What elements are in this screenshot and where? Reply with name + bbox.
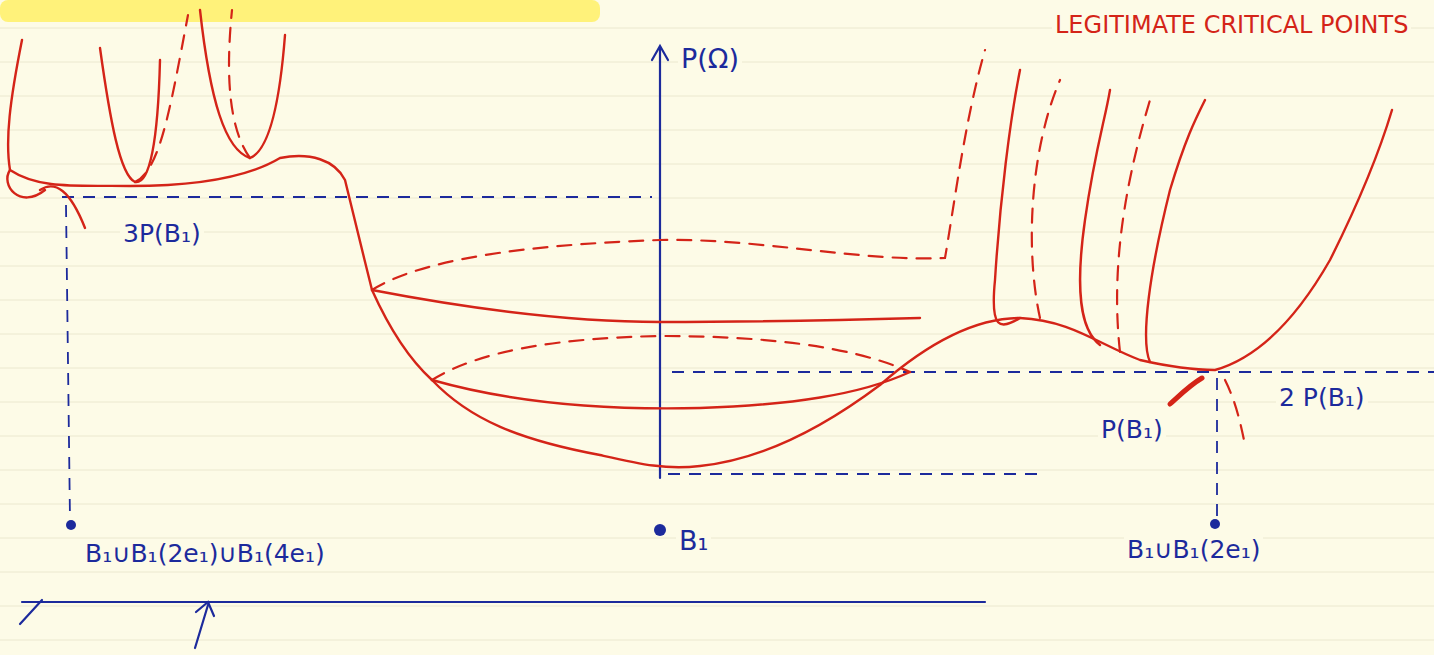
energy-curves xyxy=(7,10,1392,467)
configuration-label: B₁∪B₁(2e₁)∪B₁(4e₁) xyxy=(82,540,328,568)
dashed-curves xyxy=(135,10,1245,445)
level-value: 2 P(B₁) xyxy=(1276,384,1368,412)
axes xyxy=(20,46,985,648)
configuration-points xyxy=(66,519,1220,536)
axis-label: P(Ω) xyxy=(678,44,742,74)
ruled-paper-lines xyxy=(0,28,1434,640)
highlighter-mark xyxy=(0,0,600,22)
level-value: 3P(B₁) xyxy=(120,220,204,248)
annotation-heading: LEGITIMATE CRITICAL POINTS xyxy=(1052,12,1411,38)
configuration-label: B₁ xyxy=(676,526,711,556)
level-value: P(B₁) xyxy=(1098,416,1166,444)
configuration-label: B₁∪B₁(2e₁) xyxy=(1124,536,1263,564)
level-guides xyxy=(62,197,1434,520)
